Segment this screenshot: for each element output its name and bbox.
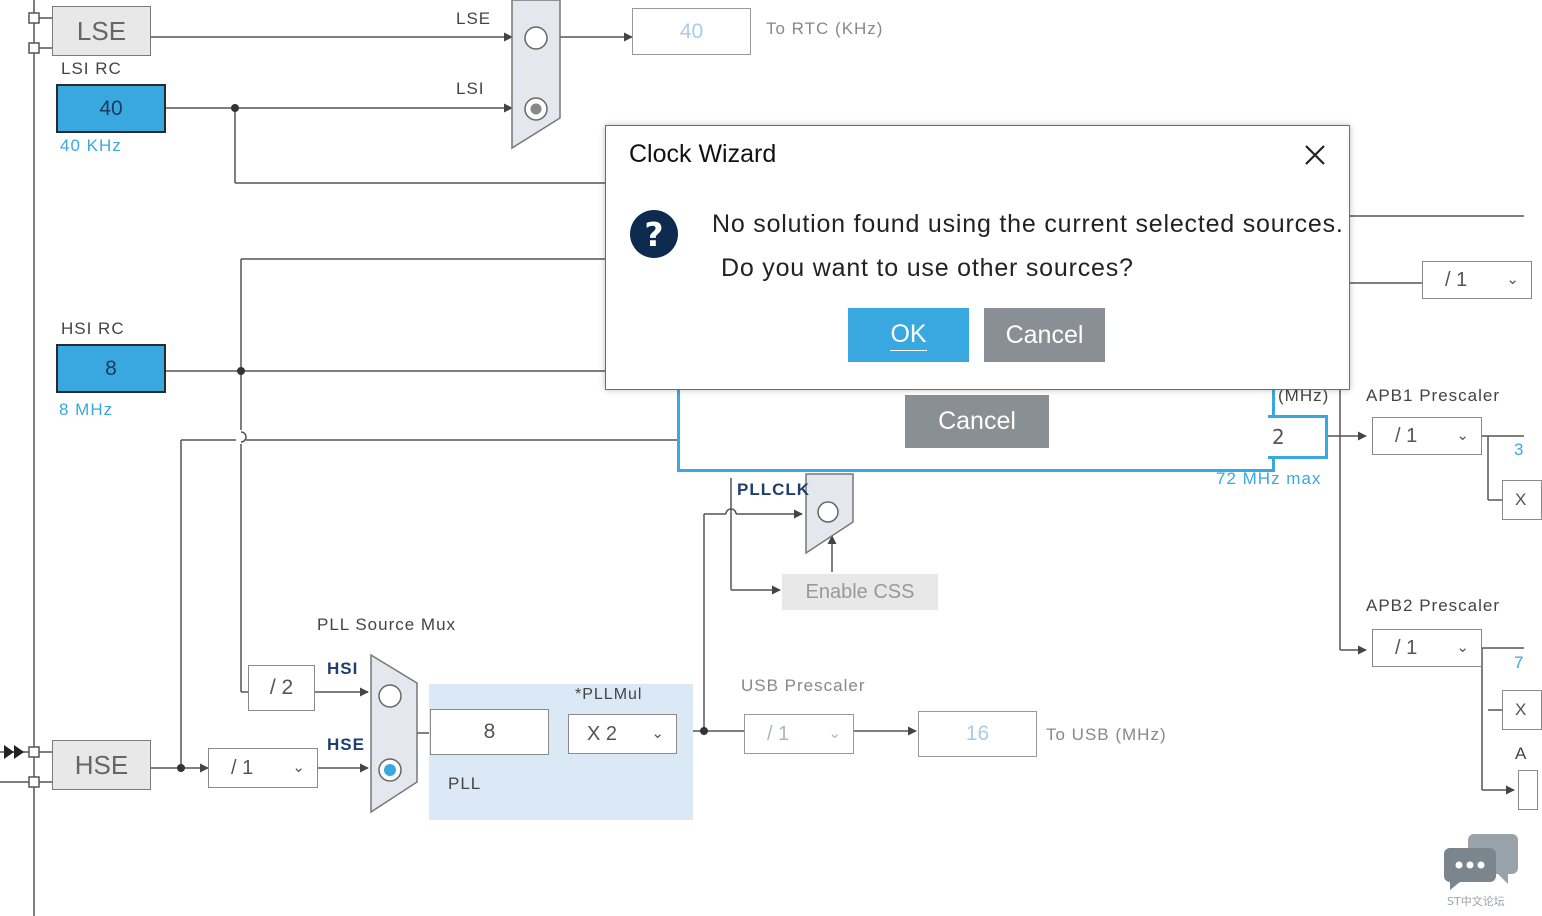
apb1-output-value: 3	[1514, 440, 1525, 459]
dialog-message-line1: No solution found using the current sele…	[712, 210, 1344, 238]
dialog-title: Clock Wizard	[629, 140, 777, 168]
apb2-prescaler-select[interactable]: / 1⌄	[1372, 629, 1482, 667]
chat-bubbles-icon	[1444, 832, 1518, 890]
pll-hse-label: HSE	[327, 735, 365, 754]
svg-text:?: ?	[644, 215, 663, 254]
apb2-timer-multiplier: X	[1502, 690, 1542, 730]
chevron-down-icon: ⌄	[1506, 271, 1519, 289]
pllclk-label: PLLCLK	[737, 480, 811, 499]
pll-mul-label: *PLLMul	[575, 686, 643, 703]
hse-source[interactable]: HSE	[52, 740, 151, 790]
apb2-output-value: 7	[1514, 653, 1525, 672]
ahb-prescaler-select[interactable]: / 1⌄	[1422, 261, 1532, 299]
hsi-freq: 8 MHz	[59, 400, 114, 419]
background-dialog: Cancel	[677, 380, 1275, 472]
hsi-rc-title: HSI RC	[61, 319, 125, 338]
usb-prescaler-select[interactable]: / 1⌄	[744, 714, 854, 754]
chevron-down-icon: ⌄	[1456, 639, 1469, 657]
dialog-message-line2: Do you want to use other sources?	[721, 254, 1134, 282]
question-icon: ?	[629, 209, 679, 259]
chevron-down-icon: ⌄	[651, 725, 664, 743]
adc-label-fragment: A	[1515, 744, 1528, 763]
chevron-down-icon: ⌄	[292, 759, 305, 777]
adc-prescaler-fragment	[1518, 770, 1538, 810]
usb-label: To USB (MHz)	[1046, 725, 1167, 744]
pll-source-mux-title: PLL Source Mux	[317, 615, 457, 634]
close-button[interactable]	[1300, 140, 1330, 170]
system-clock-mux[interactable]	[805, 473, 854, 555]
usb-prescaler-title: USB Prescaler	[741, 676, 866, 695]
hsi-div2: / 2	[248, 665, 315, 711]
apb1-prescaler-title: APB1 Prescaler	[1366, 386, 1500, 405]
cancel-button[interactable]: Cancel	[984, 308, 1105, 362]
lsi-rc-title: LSI RC	[61, 59, 122, 78]
hclk-unit-fragment: (MHz)	[1278, 386, 1330, 405]
apb1-prescaler-select[interactable]: / 1⌄	[1372, 417, 1482, 455]
lsi-rc-value[interactable]: 40	[56, 84, 166, 133]
rtc-mux-lsi-label: LSI	[456, 79, 485, 98]
close-icon	[1305, 145, 1325, 165]
lse-source[interactable]: LSE	[52, 6, 151, 56]
apb1-timer-multiplier: X	[1502, 480, 1542, 520]
rtc-label: To RTC (KHz)	[766, 19, 884, 38]
chevron-down-icon: ⌄	[1456, 427, 1469, 445]
usb-value: 16	[918, 711, 1037, 757]
pll-label: PLL	[448, 774, 482, 793]
rtc-value: 40	[632, 8, 751, 55]
pll-mul-select[interactable]: X 2⌄	[568, 714, 677, 754]
rtc-mux-lse-label: LSE	[456, 9, 492, 28]
clock-wizard-dialog: Clock Wizard ? No solution found using t…	[605, 125, 1350, 390]
watermark-text: ST中文论坛	[1447, 895, 1505, 908]
hse-prediv-select[interactable]: / 1⌄	[208, 748, 318, 788]
ok-button[interactable]: OK	[848, 308, 969, 362]
chevron-down-icon: ⌄	[828, 725, 841, 743]
hsi-rc-value[interactable]: 8	[56, 344, 166, 393]
pll-input-value: 8	[430, 709, 549, 755]
background-cancel-button[interactable]: Cancel	[905, 395, 1049, 448]
enable-css-button[interactable]: Enable CSS	[782, 574, 938, 610]
lsi-freq: 40 KHz	[60, 136, 122, 155]
apb2-prescaler-title: APB2 Prescaler	[1366, 596, 1500, 615]
hclk-max-label: 72 MHz max	[1216, 469, 1322, 488]
hclk-value-field: 2	[1268, 415, 1328, 459]
pll-source-mux[interactable]	[370, 653, 418, 814]
lse-label: LSE	[76, 15, 127, 46]
pll-hsi-label: HSI	[327, 659, 359, 678]
rtc-mux[interactable]	[511, 0, 561, 150]
